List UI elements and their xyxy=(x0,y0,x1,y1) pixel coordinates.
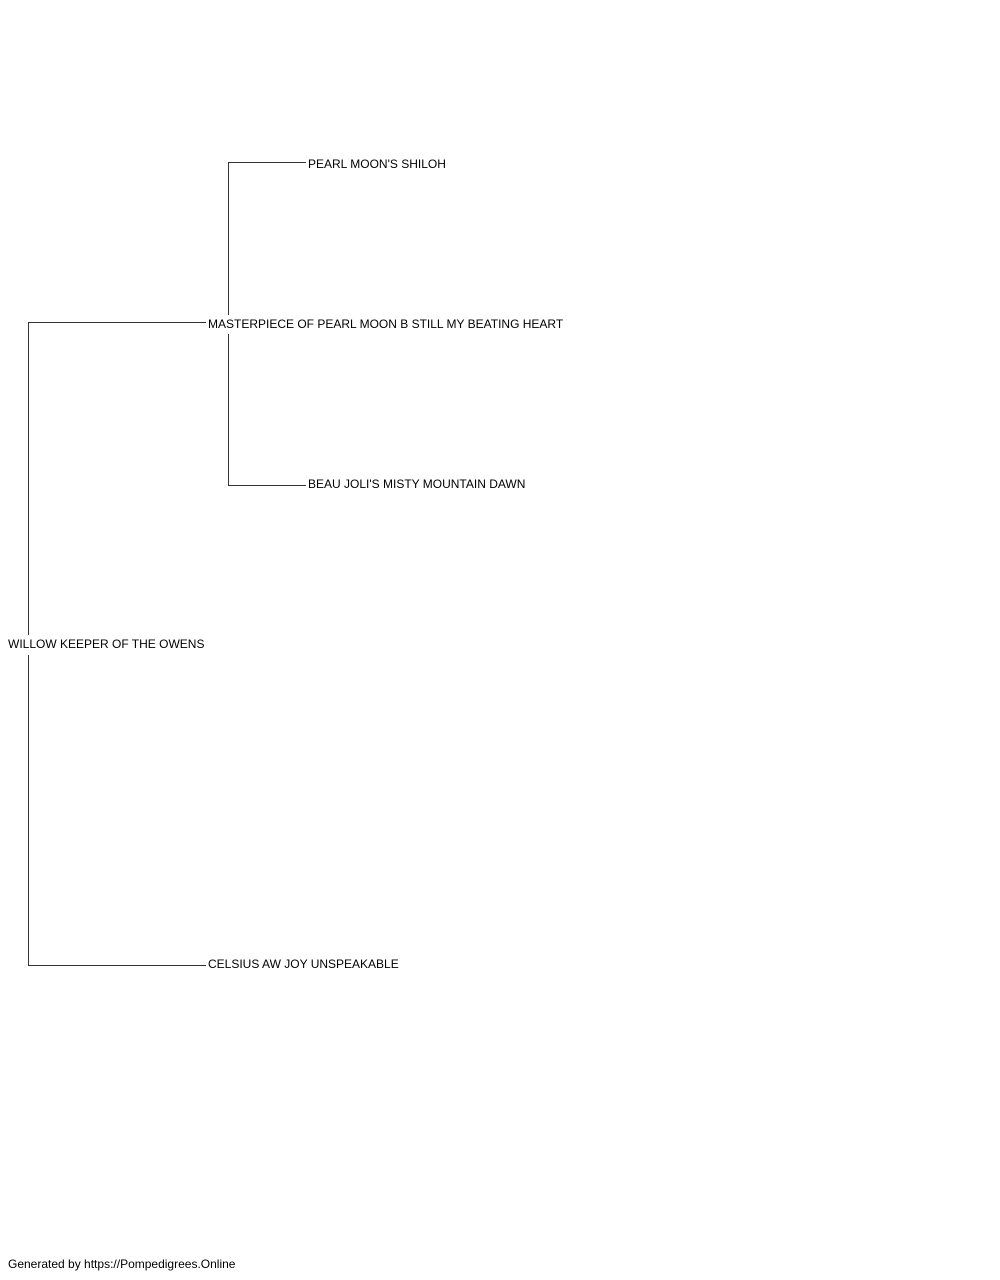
sire-label: MASTERPIECE OF PEARL MOON B STILL MY BEA… xyxy=(208,317,564,331)
dam-label: CELSIUS AW JOY UNSPEAKABLE xyxy=(208,957,399,971)
generated-by-footer: Generated by https://Pompedigrees.Online xyxy=(8,1257,236,1271)
subject-label: WILLOW KEEPER OF THE OWENS xyxy=(8,637,204,651)
sire-sire-label: PEARL MOON'S SHILOH xyxy=(308,157,446,171)
sire-dam-label: BEAU JOLI'S MISTY MOUNTAIN DAWN xyxy=(308,477,525,491)
